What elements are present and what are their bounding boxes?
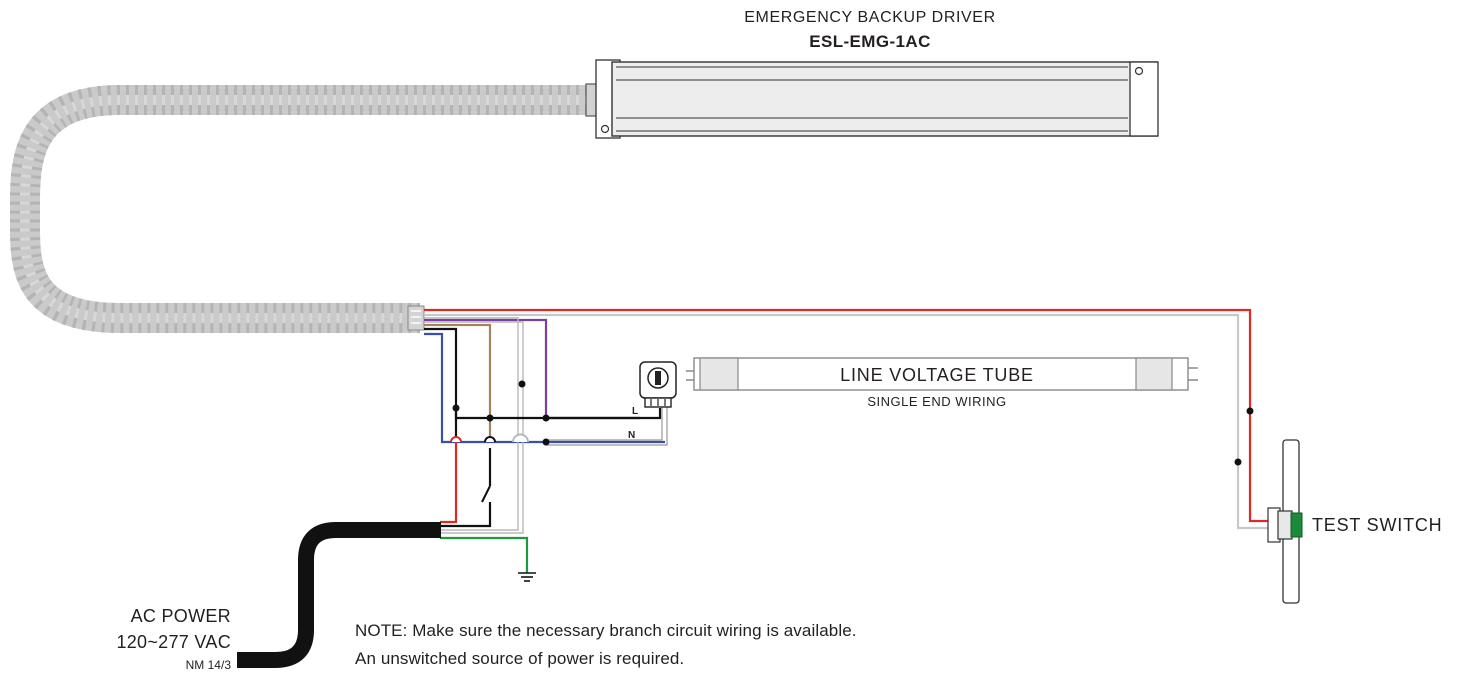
wire-blue	[424, 332, 665, 444]
line-voltage-tube: LINE VOLTAGE TUBE SINGLE END WIRING	[686, 357, 1198, 409]
neutral-wire-label: N	[628, 430, 635, 441]
ac-power-cable: AC POWER 120~277 VAC NM 14/3	[116, 522, 441, 672]
tube-label: LINE VOLTAGE TUBE	[840, 365, 1034, 385]
wire-n-double-b	[546, 405, 668, 446]
power-cable-type: NM 14/3	[186, 658, 232, 672]
lampholder-icon	[639, 361, 677, 408]
driver-title: EMERGENCY BACKUP DRIVER	[744, 9, 996, 26]
emergency-backup-driver: EMERGENCY BACKUP DRIVER ESL-EMG-1AC	[595, 9, 1159, 139]
note-line-2: An unswitched source of power is require…	[355, 649, 684, 668]
wire-n-double-a	[546, 405, 663, 441]
tube-sublabel: SINGLE END WIRING	[867, 394, 1006, 409]
ground-icon	[518, 572, 536, 582]
wire-brown	[424, 323, 492, 442]
mount-hole-icon	[600, 124, 610, 134]
power-label: AC POWER	[131, 606, 231, 626]
wire-purple	[424, 318, 548, 418]
line-wire-label: L	[632, 406, 638, 417]
test-switch-label: TEST SWITCH	[1312, 515, 1442, 535]
driver-mount-right	[1129, 61, 1159, 137]
mount-hole-icon	[1134, 66, 1144, 76]
note-line-1: NOTE: Make sure the necessary branch cir…	[355, 621, 857, 640]
wire-red-power	[440, 442, 458, 524]
flexible-conduit	[9, 83, 619, 333]
wire-black	[424, 327, 458, 442]
wall-switch-symbol	[481, 485, 491, 503]
wire-gray-2	[424, 321, 524, 534]
wire-gray-test	[424, 313, 1268, 530]
wiring	[424, 308, 1268, 573]
wire-black-switch-2	[440, 502, 492, 528]
driver-body	[611, 61, 1158, 137]
wire-gray-1	[424, 317, 519, 531]
wire-green	[440, 536, 529, 573]
driver-model: ESL-EMG-1AC	[809, 32, 931, 51]
wire-black-l	[454, 408, 662, 420]
wire-crossings	[450, 433, 529, 443]
test-switch: TEST SWITCH	[1267, 439, 1442, 604]
test-button-icon	[1290, 512, 1303, 538]
junction-dots	[452, 380, 1254, 466]
power-voltage: 120~277 VAC	[116, 632, 231, 652]
wire-red-test	[424, 308, 1268, 523]
